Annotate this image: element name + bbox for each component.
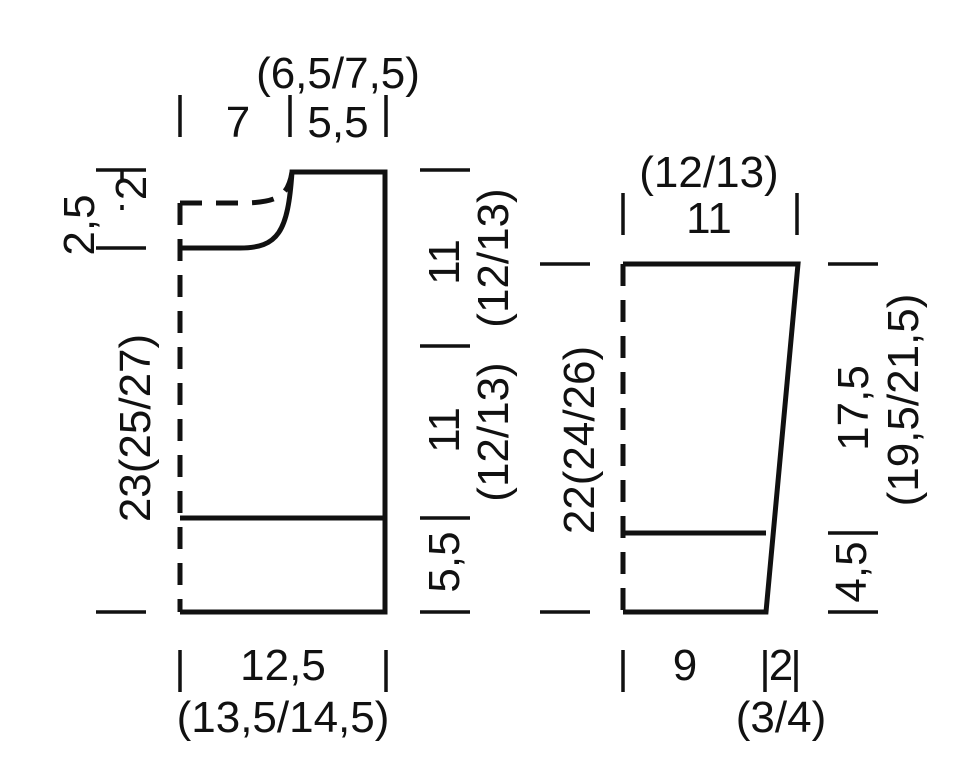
- label-body-total-length: 23(25/27): [111, 334, 160, 522]
- label-sleeve-side-other-sizes: (19,5/21,5): [879, 294, 928, 507]
- label-bottom-width-other-sizes: (13,5/14,5): [177, 693, 390, 742]
- label-neck-depth-front: 2,5: [55, 194, 104, 255]
- label-sleeve-total-length: 22(24/26): [555, 346, 604, 534]
- label-armhole-upper-other-sizes: (12/13): [469, 188, 518, 327]
- label-increase-width: 2: [769, 641, 793, 690]
- label-increase-other-sizes: (3/4): [736, 693, 826, 742]
- label-sleeve-side-length: 17,5: [829, 365, 878, 451]
- label-armhole-lower-other-sizes: (12/13): [469, 362, 518, 501]
- sleeve-outline: [623, 261, 801, 615]
- label-sleeve-top-other-sizes: (12/13): [639, 148, 778, 197]
- label-neck-width: 7: [226, 98, 250, 147]
- label-sleeve-top-width: 11: [686, 194, 732, 243]
- label-armhole-upper: 11: [420, 239, 469, 285]
- sleeve-piece: (12/13) 11 22(24/26) 17,5 (19,5/21,5) 4,…: [540, 148, 928, 742]
- body-back-neck-line: [180, 171, 295, 206]
- label-armhole-lower: 11: [420, 407, 469, 453]
- label-sleeve-bottom-width: 9: [673, 641, 697, 690]
- label-neck-depth-back: 2: [107, 176, 156, 200]
- label-shoulder-other-sizes: (6,5/7,5): [256, 49, 420, 98]
- label-bottom-width: 12,5: [240, 641, 326, 690]
- label-rib-height: 5,5: [420, 531, 469, 592]
- body-outline: [180, 169, 388, 615]
- label-shoulder-width: 5,5: [307, 98, 368, 147]
- body-piece: (6,5/7,5) 7 5,5 2 2,5 23(25/27) 11 (12/1…: [55, 49, 518, 742]
- label-cuff-height: 4,5: [827, 541, 876, 602]
